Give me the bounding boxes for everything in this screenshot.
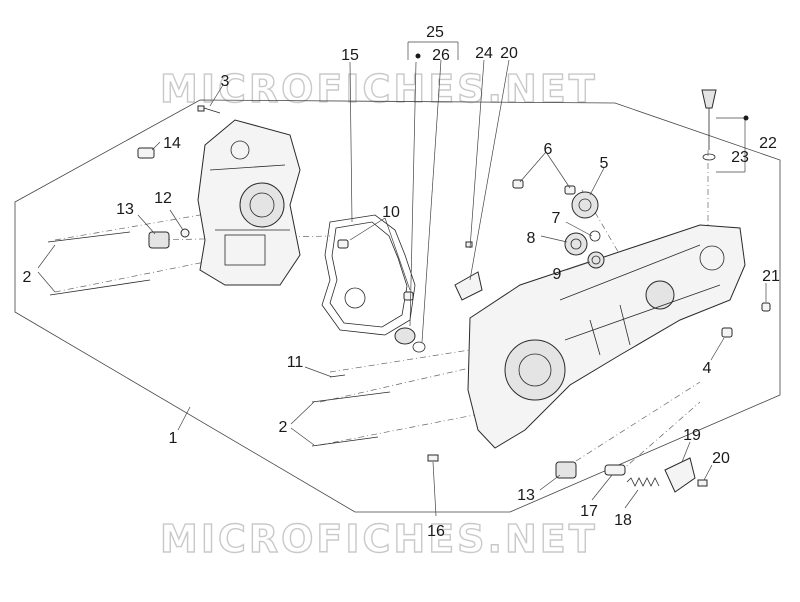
right-crankcase-half <box>467 224 746 449</box>
label-part-10: 10 <box>382 204 400 221</box>
label-part-8: 8 <box>527 230 536 247</box>
label-part-15: 15 <box>341 47 359 64</box>
label-part-23: 23 <box>731 149 749 166</box>
label-part-16: 16 <box>427 523 445 540</box>
label-part-13-left: 13 <box>116 201 134 218</box>
label-part-5: 5 <box>600 155 609 172</box>
label-part-22: 22 <box>759 135 777 152</box>
watermark-top: MICROFICHES.NET <box>160 67 598 111</box>
label-part-6: 6 <box>544 141 553 158</box>
label-part-19: 19 <box>683 427 701 444</box>
label-part-20-top: 20 <box>500 45 518 62</box>
label-part-11: 11 <box>287 354 304 371</box>
label-part-14: 14 <box>163 135 181 152</box>
label-part-1: 1 <box>169 430 178 447</box>
left-crankcase-half <box>197 119 301 286</box>
label-part-24: 24 <box>475 45 493 62</box>
small-parts <box>47 89 771 493</box>
watermark-bottom: MICROFICHES.NET <box>160 517 598 561</box>
label-part-4: 4 <box>703 360 712 377</box>
label-part-25: 25 <box>426 24 444 41</box>
leader-lines <box>37 41 767 517</box>
label-part-18: 18 <box>614 512 632 529</box>
label-part-26: 26 <box>432 47 450 64</box>
label-part-17: 17 <box>580 503 598 520</box>
label-part-12: 12 <box>154 190 172 207</box>
label-part-7: 7 <box>552 210 561 227</box>
crankcase-gasket <box>321 214 416 336</box>
label-part-21: 21 <box>762 268 780 285</box>
label-part-3: 3 <box>221 73 230 90</box>
part-number-labels: 1 2 2 3 4 5 6 7 8 9 10 11 12 13 13 14 15… <box>23 24 780 540</box>
label-part-13-right: 13 <box>517 487 535 504</box>
assembly-frame <box>14 99 781 513</box>
label-part-2-left: 2 <box>23 269 32 286</box>
label-part-2-right: 2 <box>279 419 288 436</box>
label-part-20-bottom: 20 <box>712 450 730 467</box>
label-part-9: 9 <box>553 266 562 283</box>
